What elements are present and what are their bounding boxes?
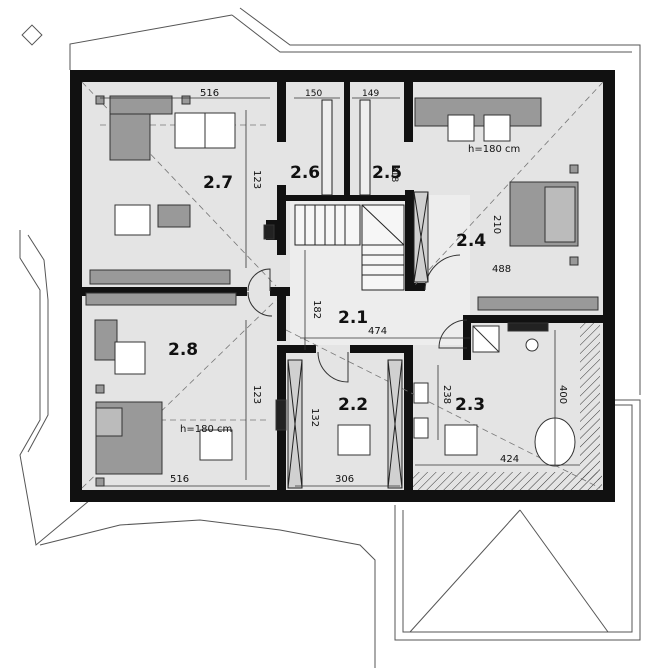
- table-2-7: [174, 112, 206, 149]
- dim-474: 474: [368, 326, 387, 337]
- radiator-2-2: [275, 399, 287, 431]
- wall-outer-bottom: [70, 490, 615, 502]
- room-labels: 2.7 2.6 2.5 2.4 2.1 2.8 2.2 2.3: [168, 163, 486, 415]
- door-2-7: [247, 268, 271, 292]
- dim-150: 150: [305, 89, 322, 99]
- staircase: [294, 204, 405, 291]
- dim-210: 210: [491, 215, 502, 234]
- wall-stair-top: [286, 195, 406, 201]
- dim-306: 306: [335, 474, 354, 485]
- wall-outer-right: [603, 70, 615, 502]
- wall-2-7-2-6: [277, 82, 286, 142]
- chair-2-7: [157, 204, 191, 228]
- door-2-8: [247, 291, 273, 317]
- lamp-2-8-b: [95, 477, 105, 487]
- bed-2-7: [109, 109, 151, 161]
- lamp-2-8: [95, 384, 105, 394]
- dim-123-bottom: 123: [251, 385, 262, 404]
- room-label-2-3: 2.3: [455, 395, 485, 415]
- dim-238: 238: [441, 385, 452, 404]
- floor-side-hatch: [580, 320, 600, 480]
- stair-upper: [294, 204, 361, 246]
- walls: [70, 70, 615, 502]
- room-label-2-1: 2.1: [338, 308, 368, 328]
- dim-318: 318: [389, 165, 399, 182]
- door-2-4: [424, 254, 461, 291]
- shelf-2-7: [89, 269, 231, 285]
- sofa-2-7: [109, 95, 173, 115]
- table-2-4-b: [483, 114, 511, 142]
- room-label-2-7: 2.7: [203, 173, 233, 193]
- wall-2-3-top: [468, 315, 605, 323]
- furniture: [85, 95, 599, 487]
- lamp-2-7-b: [181, 95, 191, 105]
- dim-182: 182: [311, 300, 322, 319]
- dresser-2-4: [477, 296, 599, 311]
- wall-2-3-left: [463, 315, 471, 360]
- dim-424: 424: [500, 454, 519, 465]
- floor-bath-hatch: [412, 472, 602, 492]
- wall-2-6-2-5: [344, 82, 350, 197]
- wall-mid-left: [82, 287, 247, 296]
- rug-2-8: [199, 429, 233, 461]
- wall-2-4-bottom: [405, 283, 425, 291]
- wall-mid-left-b: [270, 287, 290, 296]
- wall-2-8-hall: [277, 296, 286, 341]
- dimension-lines: [100, 97, 580, 487]
- wall-2-4-lower: [405, 190, 414, 290]
- wall-2-5-2-4: [404, 82, 413, 142]
- door-2-3: [438, 319, 468, 349]
- dim-149: 149: [362, 89, 379, 99]
- sink-2-3: [413, 382, 429, 404]
- height-bottom-left: h=180 cm: [180, 424, 232, 435]
- wall-outer-top: [70, 70, 615, 82]
- table-2-4: [447, 114, 475, 142]
- room-label-2-5: 2.5: [372, 163, 402, 183]
- room-label-2-2: 2.2: [338, 395, 368, 415]
- dim-123-top: 123: [251, 170, 262, 189]
- room-label-2-4: 2.4: [456, 231, 486, 251]
- rug-2-3: [444, 424, 478, 456]
- sofa-2-4: [414, 97, 542, 127]
- shelf-2-5: [359, 99, 371, 196]
- wall-2-2-top: [286, 345, 316, 353]
- shelf-2-6: [321, 99, 333, 196]
- room-label-2-8: 2.8: [168, 340, 198, 360]
- dim-132: 132: [309, 408, 320, 427]
- wall-bath-stub: [580, 315, 603, 323]
- door-2-2: [317, 351, 349, 383]
- toilet-2-3: [525, 338, 539, 352]
- lamp-2-4-b: [569, 256, 579, 266]
- wall-2-2-top-b: [350, 345, 412, 353]
- dim-488: 488: [492, 264, 511, 275]
- floor-areas: [80, 80, 605, 492]
- wall-outer-left: [70, 70, 82, 502]
- wardrobes: [287, 99, 429, 489]
- pillow-2-8: [95, 407, 123, 437]
- corner-marker: [21, 24, 43, 46]
- rug-2-2: [337, 424, 371, 456]
- dim-400: 400: [557, 385, 568, 404]
- dimension-labels: 516 150 149 318 123 h=180 cm 210 488 182…: [170, 88, 568, 485]
- dim-516-bottom: 516: [170, 474, 189, 485]
- sink-2-3-b: [413, 417, 429, 439]
- chair-2-8: [114, 341, 146, 375]
- lamp-2-7: [95, 95, 105, 105]
- desk-2-8: [94, 319, 118, 361]
- shelf-2-8: [85, 292, 237, 306]
- room-label-2-6: 2.6: [290, 163, 320, 183]
- table-2-7-b: [204, 112, 236, 149]
- dim-516-top: 516: [200, 88, 219, 99]
- desk-2-7: [114, 204, 151, 236]
- stair-lower: [361, 204, 405, 291]
- lamp-2-4: [569, 164, 579, 174]
- pillow-2-4: [544, 186, 576, 243]
- wall-2-2-2-3: [404, 345, 413, 495]
- radiator-2-3: [507, 322, 549, 332]
- doors: [247, 254, 468, 383]
- height-top-right: h=180 cm: [468, 144, 520, 155]
- radiator-hall: [263, 224, 275, 240]
